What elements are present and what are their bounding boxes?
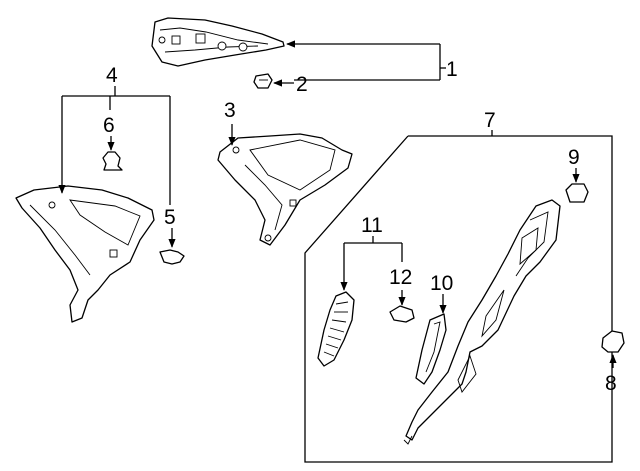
callout-label-6: 6	[103, 114, 115, 137]
callout-label-9: 9	[568, 146, 580, 169]
part-9-clip[interactable]	[565, 183, 589, 203]
part-7-pillar-trim[interactable]	[403, 199, 561, 445]
callout-label-11: 11	[361, 214, 383, 237]
callout-12: 12	[389, 266, 412, 306]
callout-3: 3	[224, 99, 236, 146]
callout-8: 8	[605, 354, 617, 395]
callout-label-2: 2	[296, 73, 308, 96]
callout-label-4: 4	[106, 64, 118, 87]
callout-label-1: 1	[446, 58, 458, 81]
callout-label-10: 10	[430, 272, 453, 295]
part-10-trim-strip[interactable]	[415, 313, 447, 385]
callout-6: 6	[103, 114, 115, 151]
callout-label-5: 5	[164, 206, 176, 229]
callout-4: 4	[58, 64, 171, 205]
part-12-clip[interactable]	[389, 305, 415, 323]
callout-label-8: 8	[605, 372, 617, 395]
callout-11: 11	[340, 214, 403, 291]
part-7-group-box	[304, 135, 613, 463]
part-3-trim-bracket[interactable]	[217, 133, 353, 246]
callout-2: 2	[273, 73, 440, 96]
callout-label-7: 7	[484, 109, 496, 132]
part-2-clip[interactable]	[253, 73, 273, 89]
part-4-quarter-trim-panel[interactable]	[15, 185, 155, 323]
callout-9: 9	[568, 146, 580, 183]
callout-10: 10	[430, 272, 453, 314]
part-11-vent-grille[interactable]	[317, 291, 355, 367]
callout-7: 7	[484, 109, 496, 136]
part-1-upper-bracket[interactable]	[151, 17, 285, 67]
part-8-plug[interactable]	[601, 330, 625, 353]
callout-label-3: 3	[224, 99, 236, 122]
callout-label-12: 12	[389, 266, 412, 289]
part-5-clip[interactable]	[159, 249, 185, 265]
callout-5: 5	[164, 206, 176, 248]
part-6-grommet[interactable]	[102, 151, 123, 171]
callout-1: 1	[286, 40, 458, 81]
